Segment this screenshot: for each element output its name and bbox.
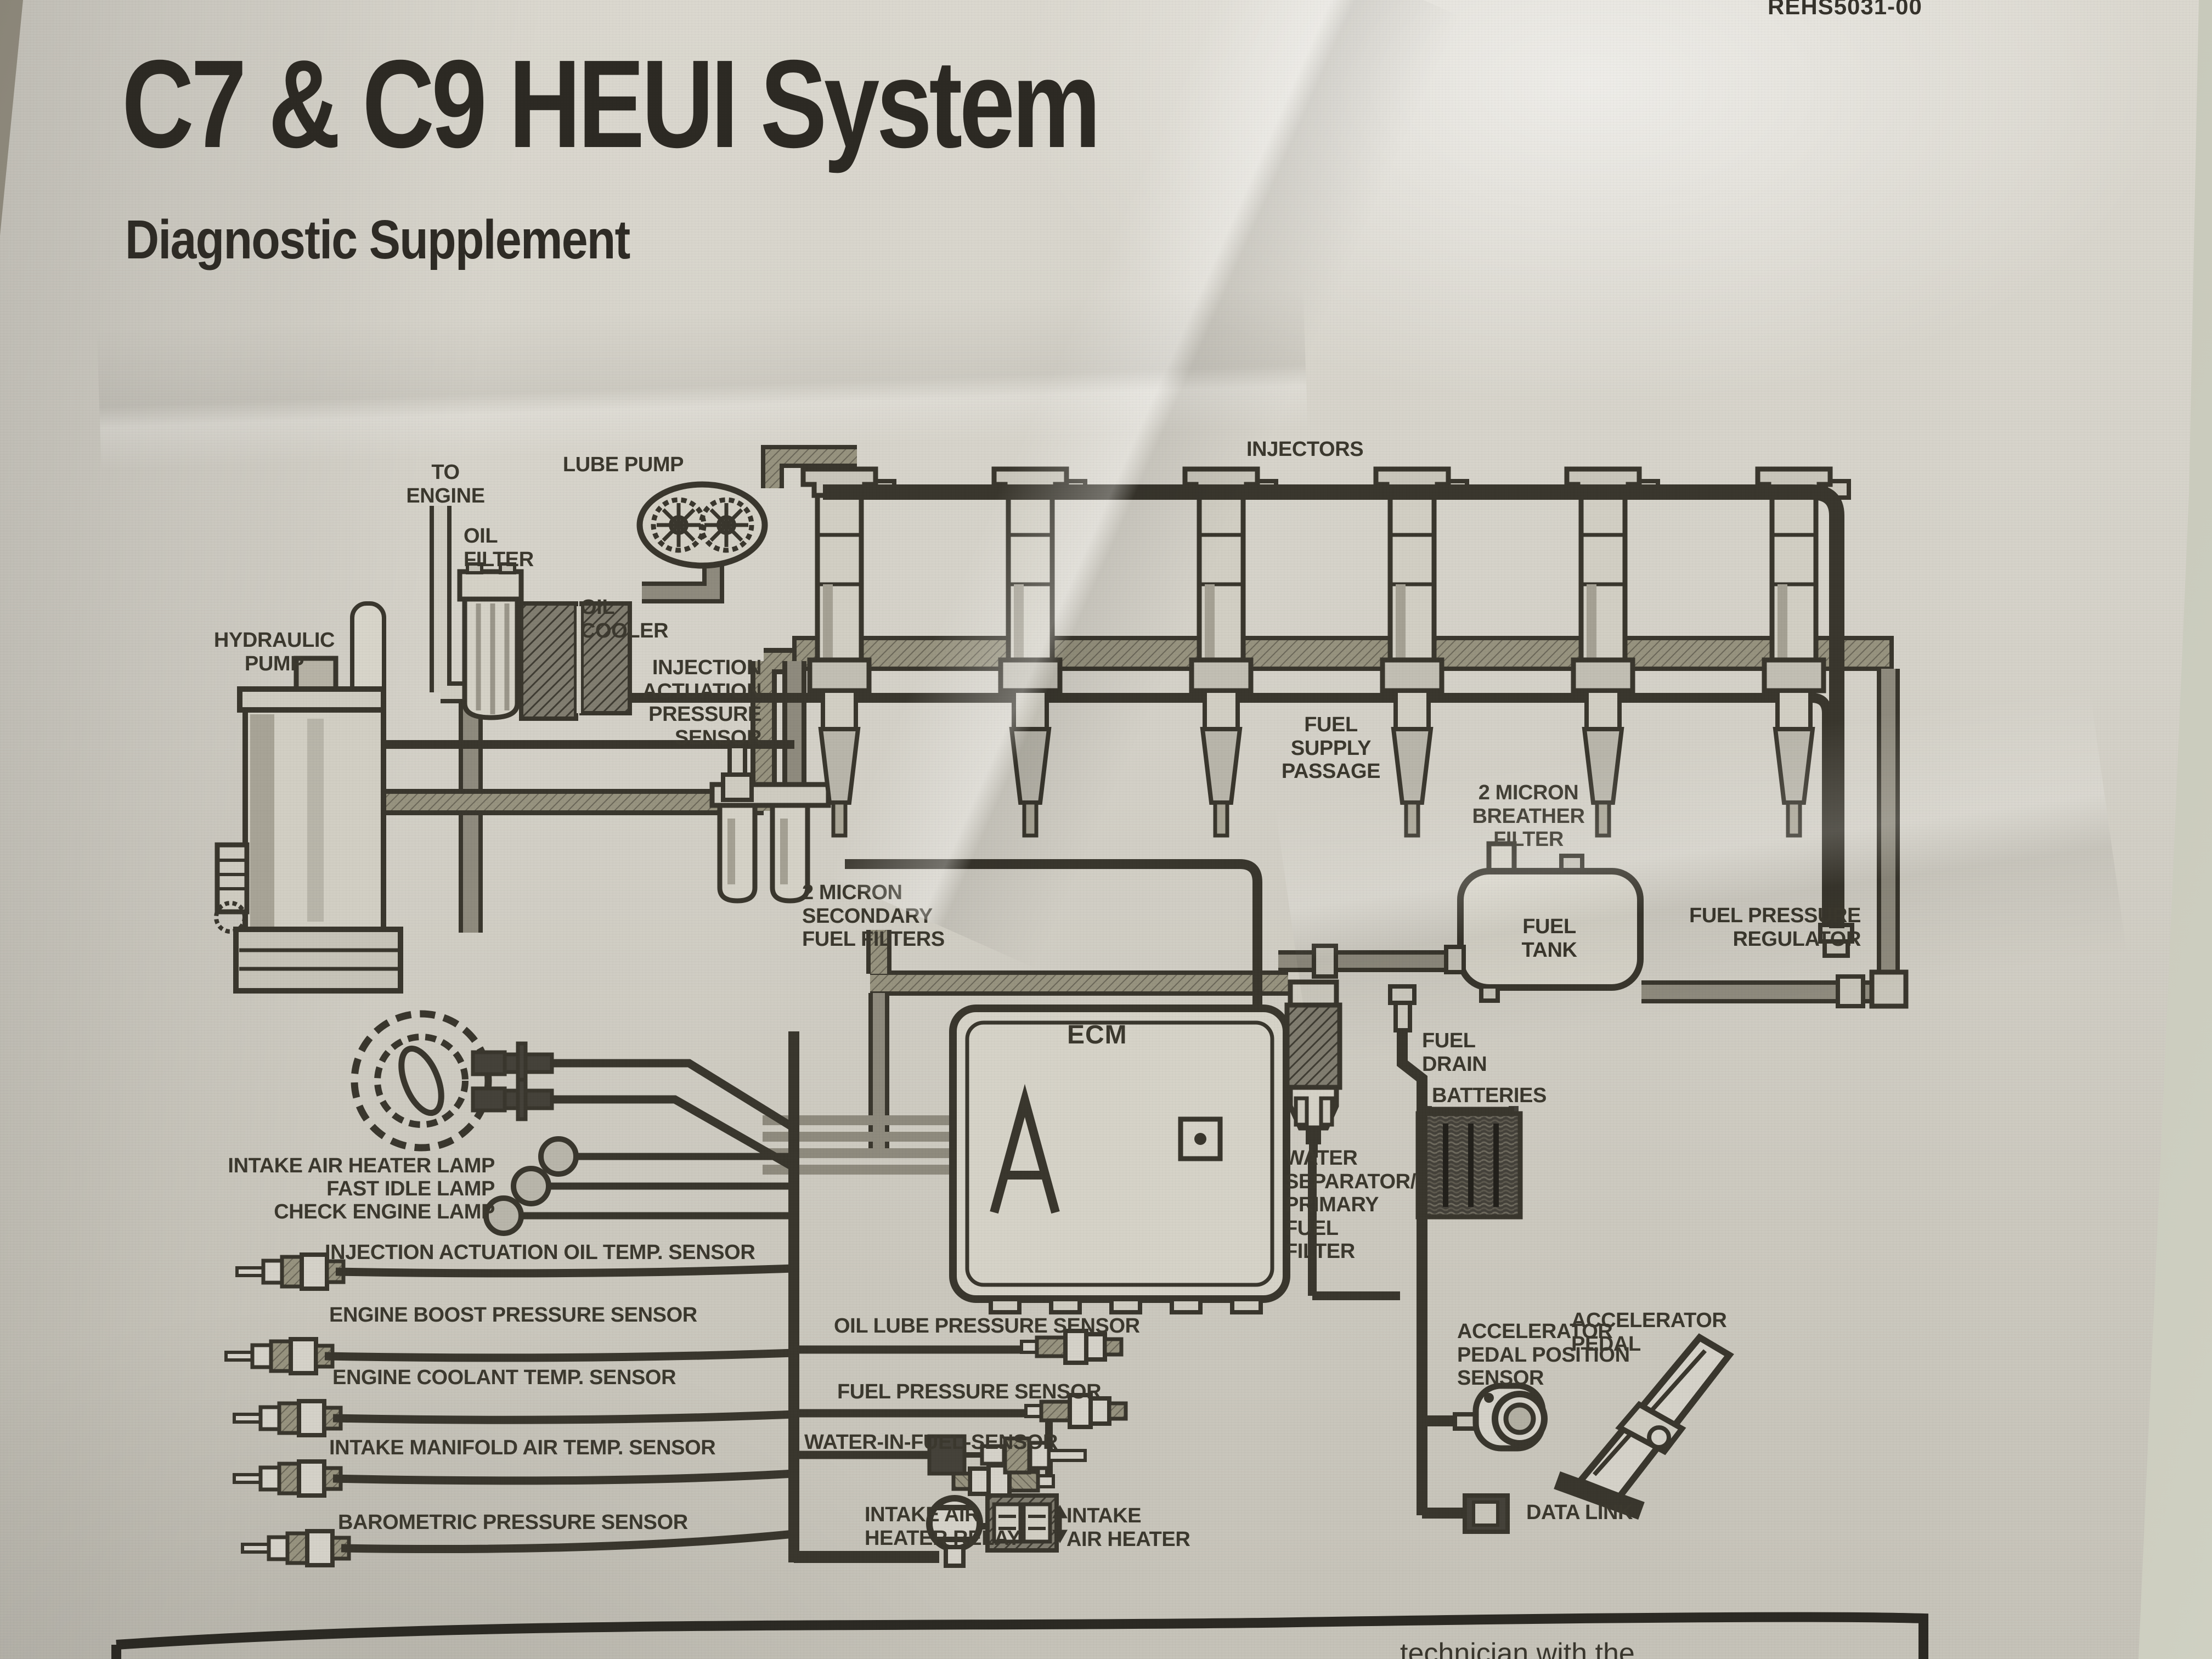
label-fuel-supply-passage: FUEL SUPPLY PASSAGE: [1281, 713, 1381, 783]
label-fuel-pressure-regulator: FUEL PRESSURE REGULATOR: [1689, 904, 1861, 951]
label-intake-air-heater: INTAKE AIR HEATER: [1066, 1504, 1190, 1551]
water-separator-graphic: [1284, 979, 1342, 1158]
accelerator-pedal-graphic: [1554, 1333, 1734, 1520]
label-oil-lube-pressure-sensor: OIL LUBE PRESSURE SENSOR: [834, 1314, 1140, 1338]
water-in-fuel-sensor-graphic: [927, 1434, 1087, 1476]
fuel-drain-fitting: [1388, 984, 1417, 1032]
label-fuel-pressure-sensor: FUEL PRESSURE SENSOR: [837, 1380, 1102, 1403]
lube-pump-graphic: [636, 481, 768, 569]
intake-air-heater-graphic: [980, 1493, 1068, 1553]
label-intake-manifold-air-temp-sensor: INTAKE MANIFOLD AIR TEMP. SENSOR: [329, 1436, 716, 1459]
label-data-link: DATA LINK: [1526, 1501, 1633, 1524]
left-sensor-glyphs: [226, 1255, 349, 1565]
injectors-graphic: [803, 469, 1849, 928]
wiring-lines: [324, 859, 1514, 1563]
timing-gear-graphic: [351, 1010, 492, 1152]
accelerator-pedal-position-sensor-graphic: [1453, 1383, 1548, 1452]
label-check-engine-lamp: CHECK ENGINE LAMP: [274, 1200, 495, 1223]
fuel-tank-graphic: [1444, 841, 1644, 1003]
label-2-micron-secondary-fuel-filters: 2 MICRON SECONDARY FUEL FILTERS: [802, 881, 945, 951]
label-injection-actuation-pressure-sensor: INJECTION ACTUATION PRESSURE SENSOR: [642, 656, 762, 749]
fuel-pressure-regulator-graphic: [1818, 923, 1909, 1009]
label-fast-idle-lamp: FAST IDLE LAMP: [326, 1177, 495, 1200]
label-batteries: BATTERIES: [1432, 1084, 1547, 1107]
label-fuel-drain: FUEL DRAIN: [1422, 1029, 1487, 1076]
label-fuel-tank: FUEL TANK: [1521, 915, 1577, 962]
label-2-micron-breather-filter: 2 MICRON BREATHER FILTER: [1472, 781, 1585, 851]
ecm-graphic: [949, 1005, 1290, 1314]
label-accelerator-pedal: ACCELERATOR PEDAL: [1571, 1309, 1727, 1356]
label-to-engine: TO ENGINE: [406, 461, 485, 507]
label-injection-actuation-oil-temp-sensor: INJECTION ACTUATION OIL TEMP. SENSOR: [325, 1241, 755, 1264]
label-oil-cooler: OIL COOLER: [580, 596, 669, 642]
oil-cooler-graphic: [519, 601, 632, 721]
label-water-separator-primary-fuel-filter: WATER SEPARATOR/ PRIMARY FUEL FILTER: [1285, 1147, 1416, 1263]
batteries-graphic: [1415, 1106, 1523, 1220]
page-title: C7 & C9 HEUI System: [122, 35, 1101, 174]
label-barometric-pressure-sensor: BAROMETRIC PRESSURE SENSOR: [338, 1511, 688, 1534]
intake-air-heater-relay-graphic: [926, 1495, 983, 1568]
label-ecm: ECM: [1067, 1020, 1127, 1049]
label-accelerator-pedal-position-sensor: ACCELERATOR PEDAL POSITION SENSOR: [1457, 1320, 1630, 1390]
label-engine-boost-pressure-sensor: ENGINE BOOST PRESSURE SENSOR: [329, 1304, 697, 1327]
label-injectors: INJECTORS: [1246, 438, 1364, 461]
hydraulic-pump-graphic: [214, 601, 403, 994]
document-number: REHS5031-00: [1768, 0, 1922, 19]
label-engine-coolant-temp-sensor: ENGINE COOLANT TEMP. SENSOR: [332, 1366, 676, 1389]
injection-actuation-pressure-sensor-graphic: [721, 744, 754, 802]
label-water-in-fuel-sensor: WATER-IN-FUEL-SENSOR: [804, 1431, 1058, 1454]
data-link-graphic: [1463, 1493, 1510, 1534]
label-lube-pump: LUBE PUMP: [562, 453, 684, 476]
label-intake-air-heater-relay: INTAKE AIR HEATER RELAY: [865, 1503, 1021, 1550]
label-intake-air-heater-lamp: INTAKE AIR HEATER LAMP: [228, 1154, 495, 1177]
label-oil-filter: OIL FILTER: [464, 524, 534, 571]
footer-partial-text: technician with the: [1400, 1638, 1635, 1659]
label-hydraulic-pump: HYDRAULIC PUMP: [213, 629, 335, 675]
footer-rule: [111, 1612, 1928, 1659]
page-subtitle: Diagnostic Supplement: [125, 209, 630, 270]
injector-rail: [823, 484, 1844, 928]
oil-filter-graphic: [457, 562, 524, 720]
